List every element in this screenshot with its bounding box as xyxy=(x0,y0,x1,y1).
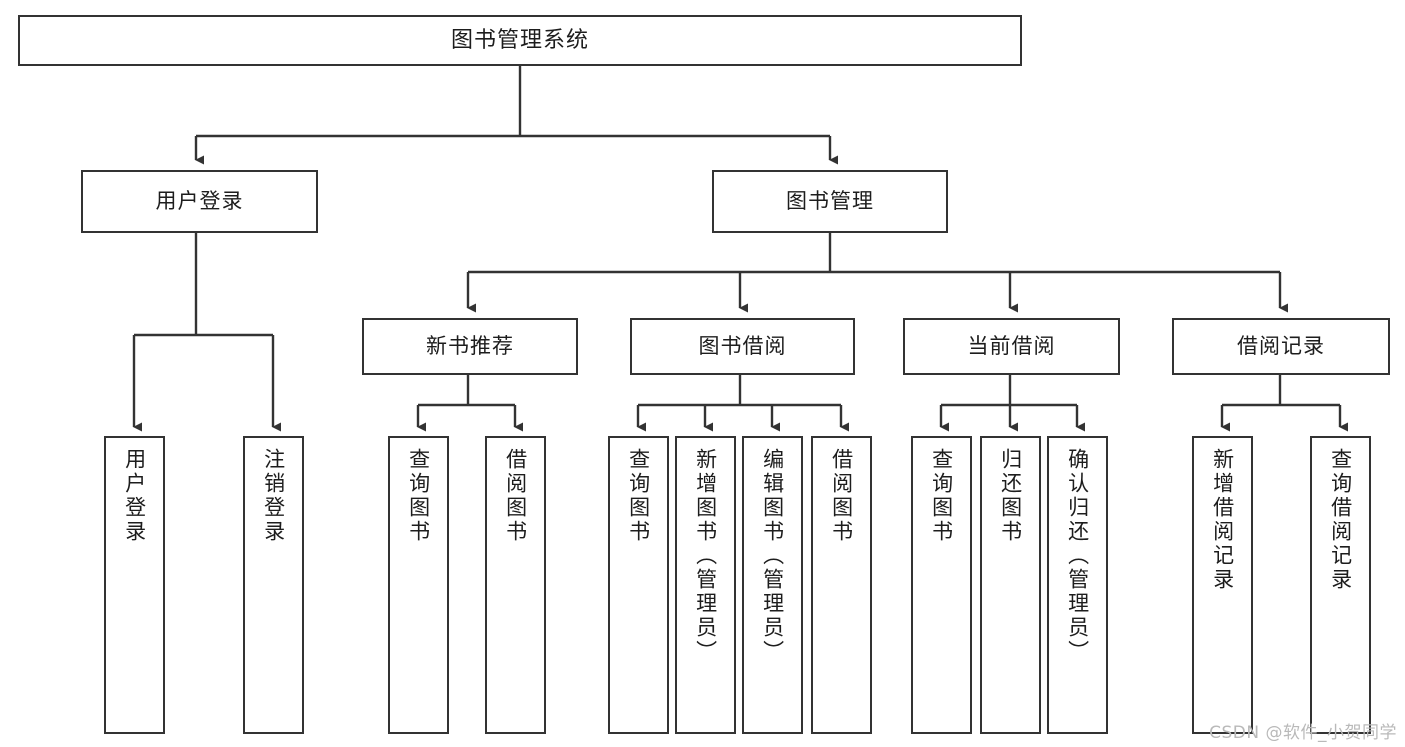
node-book-management[interactable]: 图书管理 xyxy=(712,170,948,233)
node-label: 借阅记录 xyxy=(1237,334,1325,359)
node-leaf-user-login[interactable]: 用户登录 xyxy=(104,436,165,734)
node-label: 用户登录 xyxy=(122,448,147,544)
node-leaf-add-borrow-record[interactable]: 新增借阅记录 xyxy=(1192,436,1253,734)
node-borrow-record[interactable]: 借阅记录 xyxy=(1172,318,1390,375)
node-leaf-query-book-recommend[interactable]: 查询图书 xyxy=(388,436,449,734)
node-user-login[interactable]: 用户登录 xyxy=(81,170,318,233)
node-label: 借阅图书 xyxy=(829,448,854,544)
node-label: 借阅图书 xyxy=(503,448,528,544)
node-label: 图书借阅 xyxy=(698,334,787,359)
node-label: 注销登录 xyxy=(261,448,286,544)
node-leaf-confirm-return[interactable]: 确认归还（管理员） xyxy=(1047,436,1108,734)
node-label: 新书推荐 xyxy=(426,334,514,359)
node-new-book-recommend[interactable]: 新书推荐 xyxy=(362,318,578,375)
node-label: 查询图书 xyxy=(929,448,954,544)
node-label: 查询图书 xyxy=(406,448,431,544)
node-label: 图书管理系统 xyxy=(450,27,589,53)
node-leaf-borrow-book[interactable]: 借阅图书 xyxy=(811,436,872,734)
node-leaf-edit-book[interactable]: 编辑图书（管理员） xyxy=(742,436,803,734)
node-leaf-query-borrow-record[interactable]: 查询借阅记录 xyxy=(1310,436,1371,734)
node-label: 查询图书 xyxy=(626,448,651,544)
node-label: 查询借阅记录 xyxy=(1328,448,1353,592)
node-leaf-query-book-borrow[interactable]: 查询图书 xyxy=(608,436,669,734)
node-label: 新增借阅记录 xyxy=(1210,448,1235,592)
node-label: 确认归还（管理员） xyxy=(1065,448,1090,664)
node-label: 编辑图书（管理员） xyxy=(760,448,785,664)
node-leaf-borrow-book-recommend[interactable]: 借阅图书 xyxy=(485,436,546,734)
node-label: 用户登录 xyxy=(155,189,244,214)
node-label: 新增图书（管理员） xyxy=(693,448,718,664)
watermark-text: CSDN @软件_小贺同学 xyxy=(1209,723,1397,743)
node-label: 归还图书 xyxy=(998,448,1023,544)
node-leaf-add-book[interactable]: 新增图书（管理员） xyxy=(675,436,736,734)
node-book-borrow[interactable]: 图书借阅 xyxy=(630,318,855,375)
node-label: 当前借阅 xyxy=(967,334,1056,359)
node-root-book-management-system[interactable]: 图书管理系统 xyxy=(18,15,1022,66)
node-current-borrow[interactable]: 当前借阅 xyxy=(903,318,1120,375)
node-leaf-query-book-current[interactable]: 查询图书 xyxy=(911,436,972,734)
node-leaf-return-book[interactable]: 归还图书 xyxy=(980,436,1041,734)
node-leaf-logout[interactable]: 注销登录 xyxy=(243,436,304,734)
node-label: 图书管理 xyxy=(786,189,874,214)
